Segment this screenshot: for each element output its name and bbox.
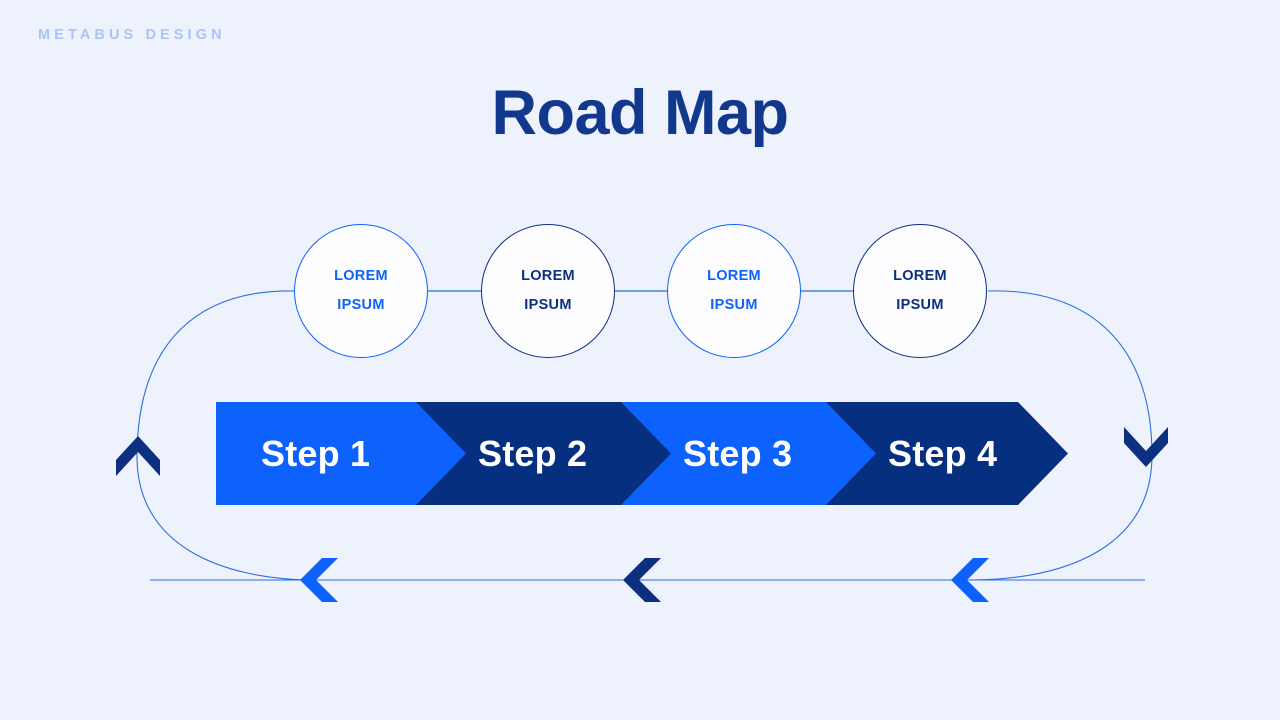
step-1-label: Step 1 [261, 432, 371, 474]
bottom-arrow-2-icon [619, 556, 665, 604]
milestone-3-line1: LOREM [707, 268, 761, 285]
milestone-circle-3[interactable]: LOREM IPSUM [667, 224, 801, 358]
milestone-3-line2: IPSUM [710, 296, 758, 313]
milestone-2-line2: IPSUM [524, 296, 572, 313]
milestone-circle-4[interactable]: LOREM IPSUM [853, 224, 987, 358]
milestone-2-line1: LOREM [521, 268, 575, 285]
milestone-4-line2: IPSUM [896, 296, 944, 313]
milestone-circle-1[interactable]: LOREM IPSUM [294, 224, 428, 358]
bottom-arrow-1-icon [296, 556, 342, 604]
step-1-chevron[interactable]: Step 1 [216, 402, 474, 505]
step-3-label: Step 3 [683, 432, 793, 474]
bottom-arrow-3-icon [947, 556, 993, 604]
step-2-label: Step 2 [478, 432, 588, 474]
step-3-chevron[interactable]: Step 3 [621, 402, 879, 505]
left-up-arrow-icon [114, 430, 162, 478]
milestone-circle-2[interactable]: LOREM IPSUM [481, 224, 615, 358]
milestone-4-line1: LOREM [893, 268, 947, 285]
brand-label: METABUS DESIGN [38, 27, 226, 43]
step-chevron-row: Step 1 Step 2 Step 3 Step 4 [216, 402, 1068, 505]
page-title: Road Map [491, 78, 789, 148]
milestone-1-line2: IPSUM [337, 296, 385, 313]
right-down-arrow-icon [1122, 425, 1170, 473]
step-4-label: Step 4 [888, 432, 998, 474]
milestone-1-line1: LOREM [334, 268, 388, 285]
